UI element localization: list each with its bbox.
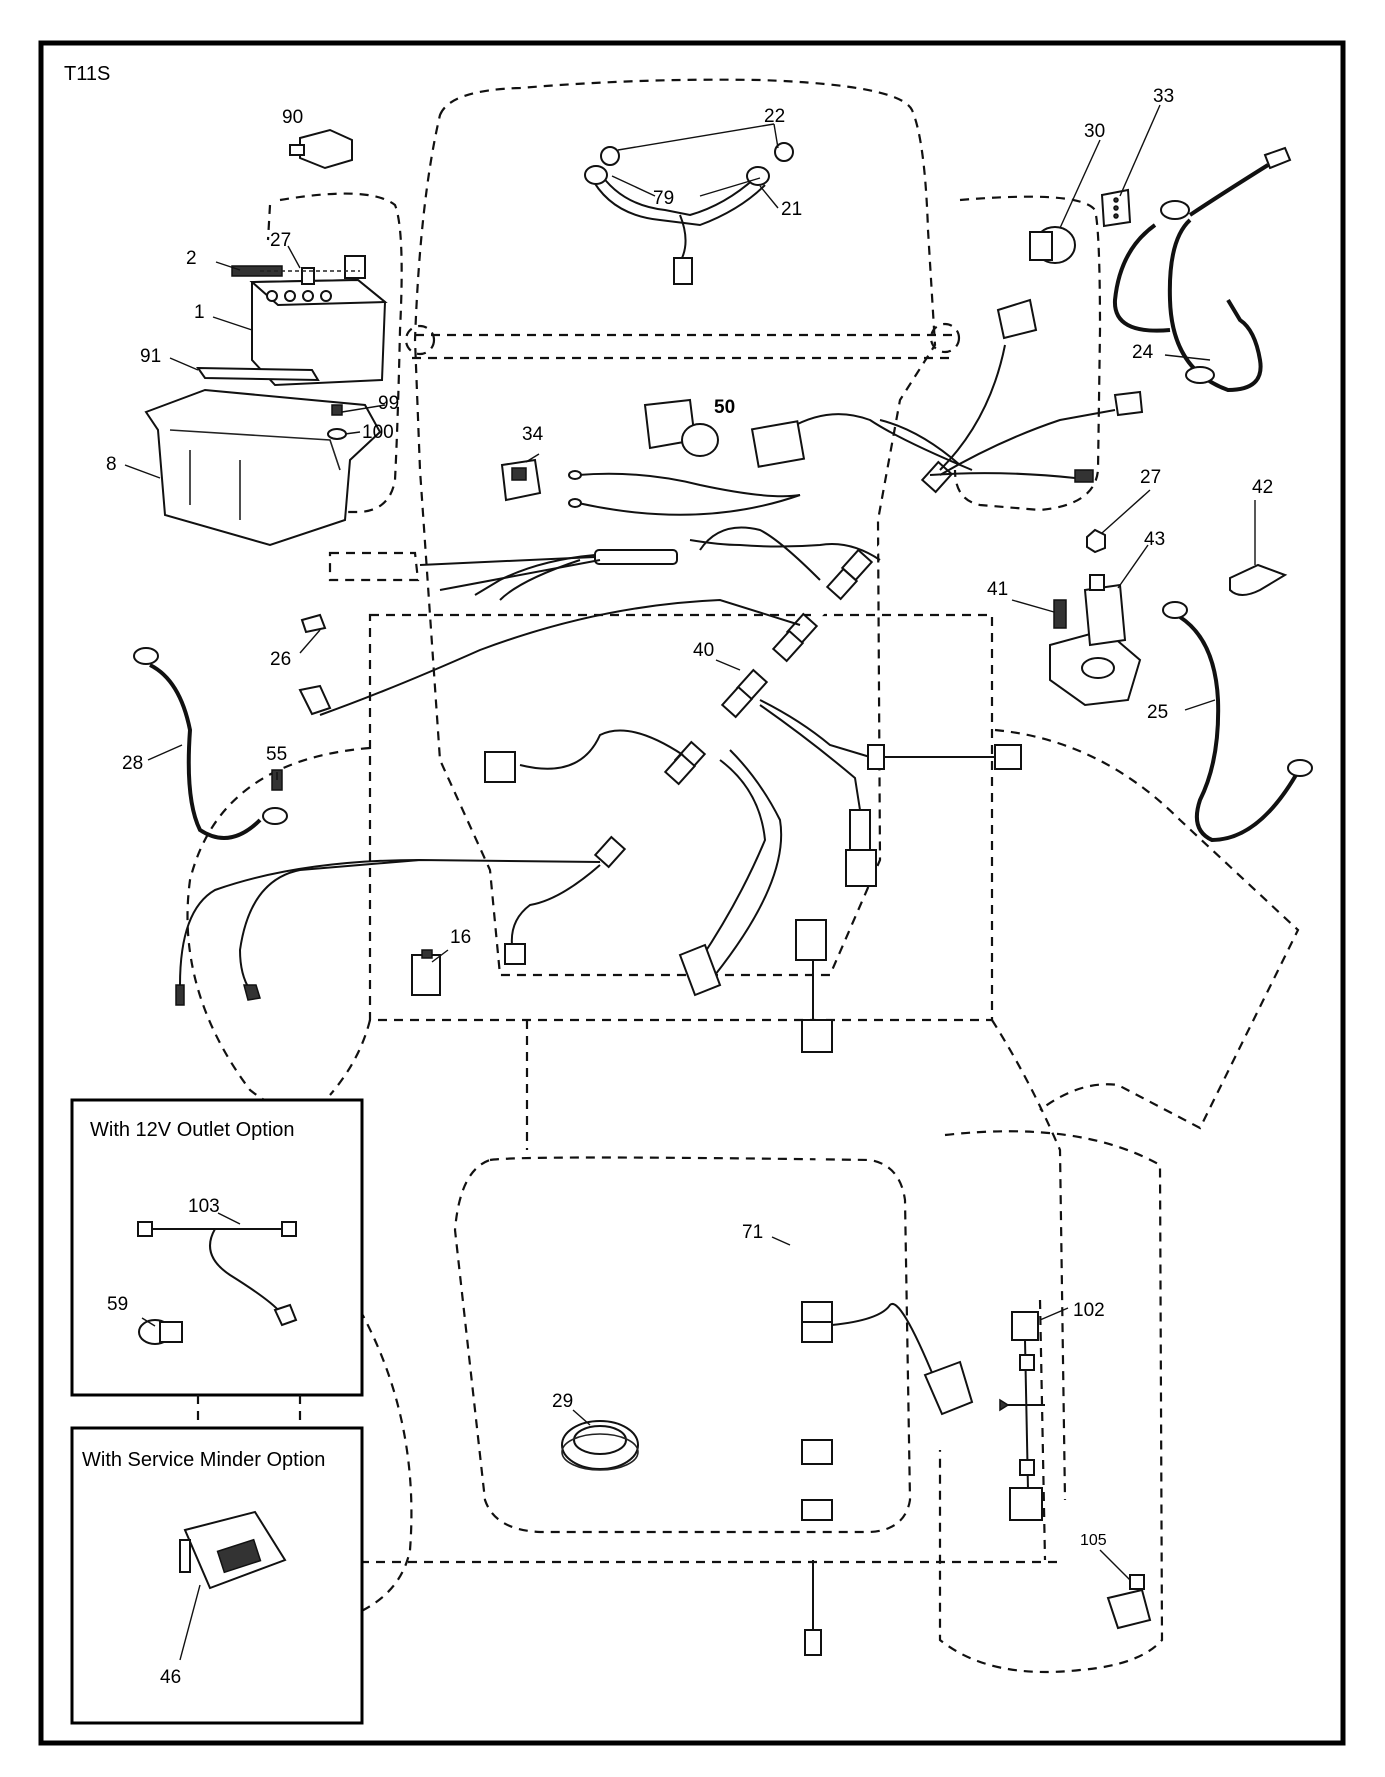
callout-2: 2 <box>186 248 197 269</box>
callout-16: 16 <box>450 927 471 948</box>
callout-50: 50 <box>714 397 735 418</box>
main-harness <box>175 298 1144 1006</box>
battery-assembly <box>144 128 388 547</box>
outlet-option-box <box>70 1098 364 1397</box>
callout-leaders <box>124 104 1256 1661</box>
callout-41: 41 <box>987 579 1008 600</box>
callout-43: 43 <box>1144 529 1165 550</box>
callout-34: 34 <box>522 424 544 445</box>
callout-28: 28 <box>122 753 143 774</box>
service-minder-part <box>179 1510 287 1590</box>
outlet-option-title: With 12V Outlet Option <box>90 1119 295 1141</box>
callout-59: 59 <box>107 1294 128 1315</box>
callout-21: 21 <box>781 199 802 220</box>
callout-79: 79 <box>653 188 674 209</box>
headlight-assembly <box>584 142 794 285</box>
callout-42: 42 <box>1252 477 1273 498</box>
service-minder-option-title: With Service Minder Option <box>82 1449 325 1471</box>
callout-100: 100 <box>362 422 394 443</box>
callout-71: 71 <box>742 1222 763 1243</box>
right-dash-parts <box>1029 146 1313 843</box>
callout-29: 29 <box>552 1391 573 1412</box>
callout-30: 30 <box>1084 121 1105 142</box>
callout-33: 33 <box>1153 86 1174 107</box>
callout-99: 99 <box>378 393 399 414</box>
callout-1: 1 <box>194 302 205 323</box>
callout-27-battery: 27 <box>270 230 291 251</box>
diagram-frame <box>38 40 1346 1746</box>
callout-105: 105 <box>1080 1532 1107 1549</box>
callout-22: 22 <box>764 106 785 127</box>
callout-24: 24 <box>1132 342 1154 363</box>
callout-103: 103 <box>188 1196 220 1217</box>
callout-27-solenoid: 27 <box>1140 467 1161 488</box>
diagram-code: T11S <box>64 63 110 85</box>
callout-8: 8 <box>106 454 117 475</box>
callout-55: 55 <box>266 744 287 765</box>
callout-102: 102 <box>1073 1300 1105 1321</box>
callout-46: 46 <box>160 1667 181 1688</box>
callout-25: 25 <box>1147 702 1168 723</box>
callout-26: 26 <box>270 649 291 670</box>
callout-40: 40 <box>693 640 714 661</box>
outlet-kit-parts <box>137 1221 298 1345</box>
callout-91: 91 <box>140 346 161 367</box>
callout-90: 90 <box>282 107 303 128</box>
tractor-outline <box>186 78 1300 1674</box>
callout-labels: 90 2 27 1 91 99 100 8 22 79 21 30 33 24 … <box>106 86 1273 1688</box>
